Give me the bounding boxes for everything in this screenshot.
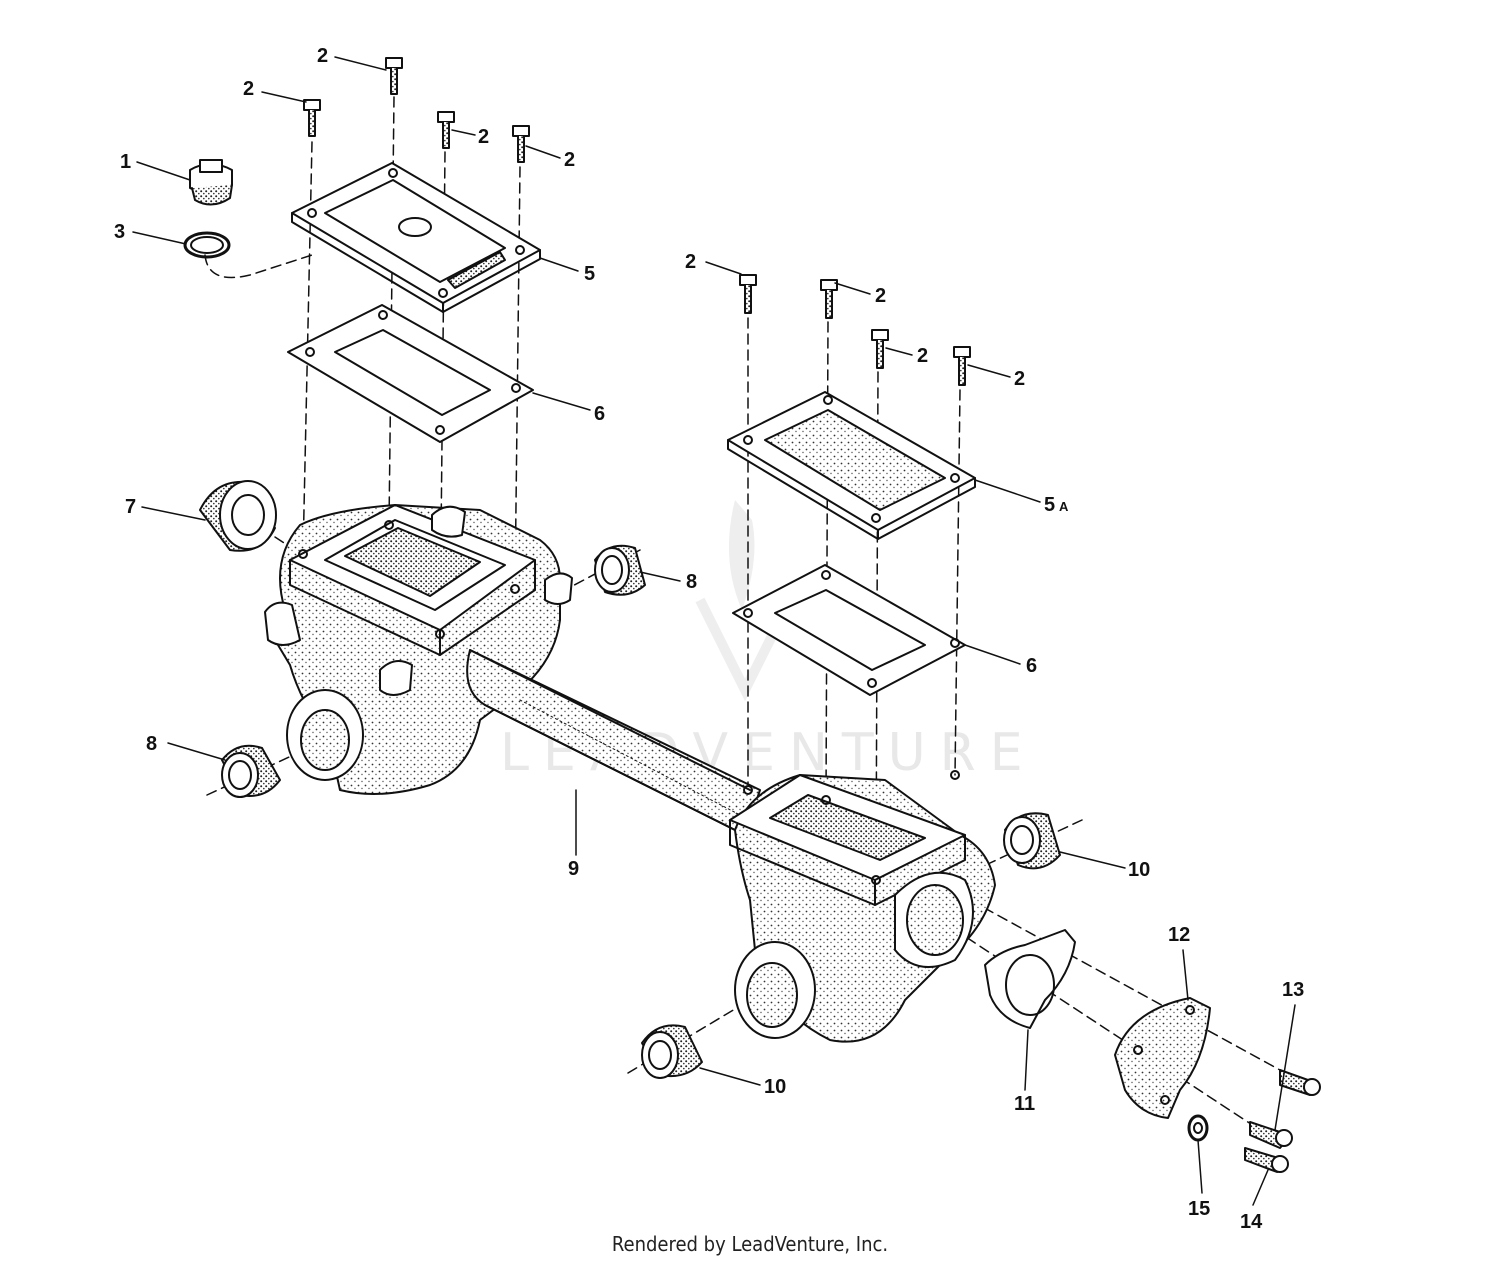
callout-3: 3 <box>114 221 125 243</box>
callout-5a: 5 <box>1044 494 1055 516</box>
callout-7: 7 <box>125 496 136 518</box>
footer-credit: Rendered by LeadVenture, Inc. <box>611 1232 889 1256</box>
plug-part-1 <box>189 159 233 206</box>
callout-9: 9 <box>568 858 579 880</box>
washer-part-15 <box>1187 1114 1209 1142</box>
callout-1: 1 <box>120 151 131 173</box>
cover-part-5 <box>291 162 541 313</box>
callout-12: 12 <box>1168 924 1190 946</box>
bolt-part-14 <box>1244 1147 1289 1173</box>
callout-2-g: 2 <box>917 345 928 367</box>
callout-5a-suffix: A <box>1059 499 1069 514</box>
bearing-part-7 <box>199 480 277 552</box>
callout-2-c: 2 <box>478 126 489 148</box>
callout-8-left: 8 <box>146 733 157 755</box>
leader-lines <box>132 56 1296 1206</box>
callout-11: 11 <box>1014 1093 1035 1115</box>
callout-8-right: 8 <box>686 571 697 593</box>
bolts-part-2 <box>303 57 971 386</box>
callout-5: 5 <box>584 263 595 285</box>
seal-part-8-left <box>221 744 281 798</box>
callout-10-upper: 10 <box>1128 859 1150 881</box>
ring-part-3 <box>183 231 231 259</box>
gasket-part-6-lower <box>732 564 966 696</box>
right-gear-housing <box>729 770 996 1043</box>
callout-labels: 1 3 2 2 2 2 2 2 2 2 5 5 A 6 6 7 8 8 9 10… <box>114 45 1304 1233</box>
callout-6-upper: 6 <box>594 403 605 425</box>
callout-2-d: 2 <box>564 149 575 171</box>
bolt-part-13 <box>1279 1069 1321 1096</box>
callout-6-lower: 6 <box>1026 655 1037 677</box>
callout-13: 13 <box>1282 979 1304 1001</box>
callout-2-h: 2 <box>1014 368 1025 390</box>
plate-part-12 <box>1114 997 1211 1119</box>
callout-2-b: 2 <box>243 78 254 100</box>
left-gear-housing <box>264 504 573 795</box>
seal-part-8-right <box>594 544 646 596</box>
callout-14: 14 <box>1240 1211 1263 1233</box>
seal-part-10-lower <box>641 1024 703 1079</box>
bolt-part-13b <box>1249 1121 1293 1149</box>
seal-part-10-upper <box>1003 812 1061 870</box>
callout-2-e: 2 <box>685 251 696 273</box>
gasket-part-6-upper <box>287 304 534 443</box>
callout-15: 15 <box>1188 1198 1210 1220</box>
callout-2-f: 2 <box>875 285 886 307</box>
gasket-part-11 <box>984 929 1076 1029</box>
callout-10-lower: 10 <box>764 1076 786 1098</box>
cover-part-5a <box>727 391 976 540</box>
callout-2-a: 2 <box>317 45 328 67</box>
axle-tube <box>466 649 761 836</box>
